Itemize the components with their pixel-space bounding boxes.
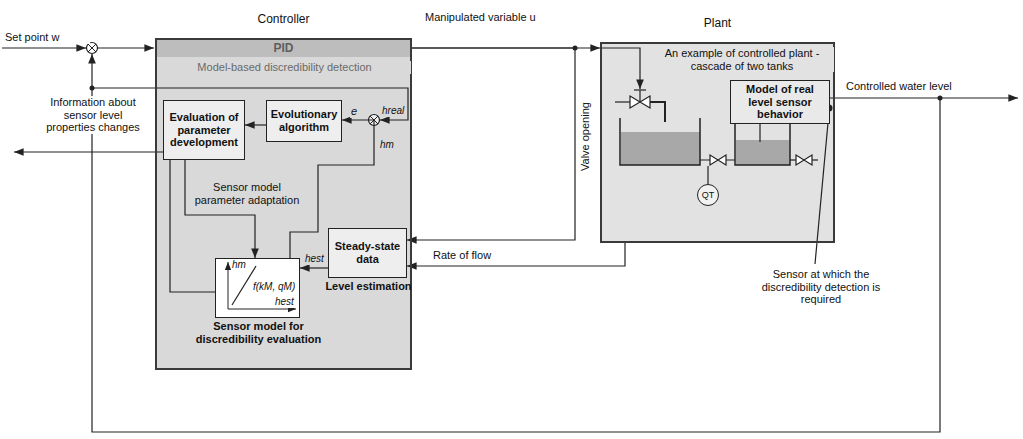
signal-label: hm [379,139,395,151]
plant-ground [600,42,835,243]
box-heading: Controller [157,13,410,27]
sensor-model-graph [216,259,299,317]
signal-connector [185,160,255,258]
annotation-label: Sensor at which the discredibility detec… [752,268,890,306]
annotation-label: hreal [381,105,405,117]
annotation-label: hest [274,296,295,308]
box-text: Steady-state data [329,238,406,267]
box-text: QT [698,190,718,200]
annotation-label: e [350,105,358,118]
box-text: Evolutionary algorithm [267,106,341,135]
signal-connector [245,124,266,125]
annotation-label: f(kM, qM) [252,281,296,293]
process-box: Steady-state dataLevel estimation [328,228,407,278]
sensor-behavior-box: Model of real level sensor behavior [730,80,830,124]
box-text: Model of real level sensor behavior [731,81,829,123]
annotation-label: hm [231,259,247,271]
signal-label: hest [304,253,325,265]
annotation-label: Controlled water level [845,80,953,93]
process-box: Evaluation of parameter development [163,100,245,160]
signal-label: Manipulated variable u [424,11,538,24]
signal-connector [407,243,625,266]
process-box: Evolutionary algorithm [266,100,342,142]
signal-label: Sensor model parameter adaptation [190,181,304,206]
annotation-label: An example of controlled plant - cascade… [650,47,834,72]
annotation-label: Information about sensor level propertie… [38,96,148,134]
annotation-label: Set point w [4,31,90,44]
box-text: PID [157,42,410,56]
box-heading: Plant [602,17,833,31]
box-heading: Sensor model for discredibility evaluati… [191,320,326,345]
signal-connector [407,48,575,240]
signal-connector [170,160,215,292]
box-heading: Level estimation [309,280,428,293]
pid-band: PID [157,40,410,57]
signal-connector [300,267,328,268]
signal-label: Valve opening [579,101,592,172]
flow-transmitter: QT [697,184,719,206]
signal-label: Rate of flow [432,249,492,262]
annotation-label: Model-based discredibility detection [158,61,411,74]
box-text: Evaluation of parameter development [164,109,244,151]
